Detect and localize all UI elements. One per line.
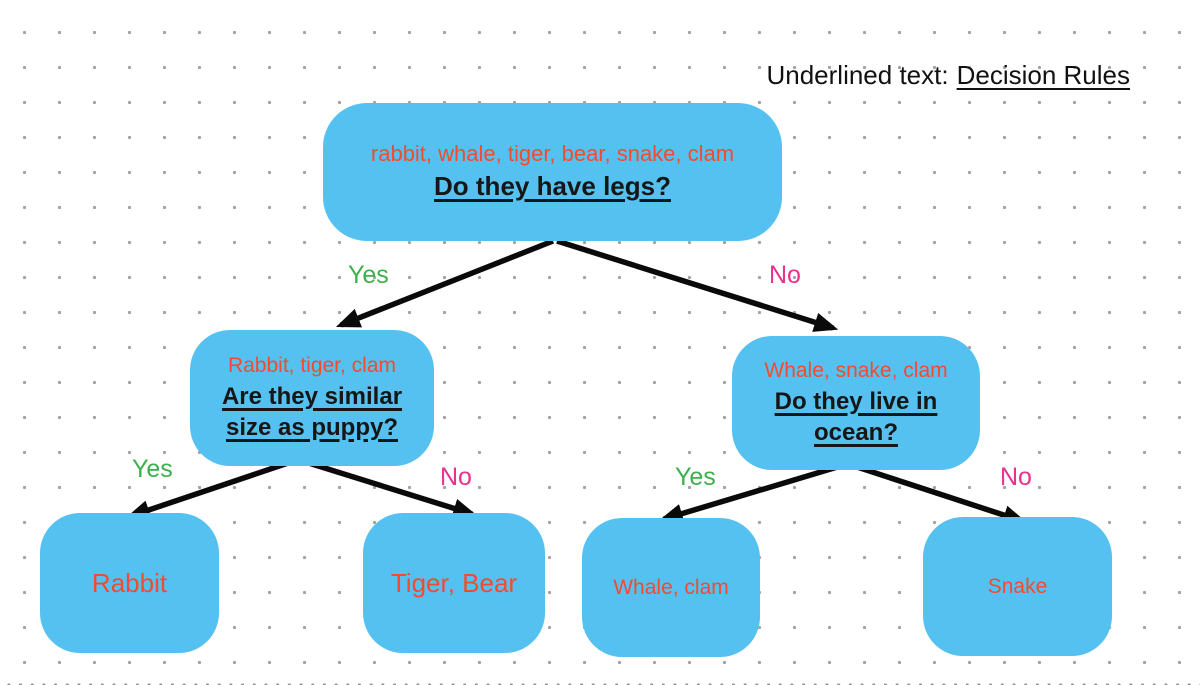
branch-label-root-no: No bbox=[769, 261, 801, 289]
node-left-question[interactable]: Rabbit, tiger, clam Are they similar siz… bbox=[190, 330, 434, 466]
bottom-dot-row bbox=[0, 679, 1200, 685]
node-leaf-snake[interactable]: Snake bbox=[923, 517, 1112, 656]
leaf-rabbit-label: Rabbit bbox=[91, 567, 168, 598]
node-right-question-text: Do they live in ocean? bbox=[774, 387, 938, 447]
branch-label-right-no: No bbox=[1000, 463, 1032, 491]
branch-label-root-yes: Yes bbox=[348, 261, 389, 289]
legend: Underlined text:Decision Rules bbox=[766, 60, 1130, 91]
edge-right-no bbox=[850, 462, 1028, 525]
leaf-whale-clam-label: Whale, clam bbox=[613, 575, 729, 599]
leaf-snake-label: Snake bbox=[987, 574, 1048, 598]
node-leaf-tiger-bear[interactable]: Tiger, Bear bbox=[363, 513, 545, 653]
legend-decision-rules-text: Decision Rules bbox=[956, 60, 1130, 90]
node-left-question-text: Are they similar size as puppy? bbox=[221, 382, 403, 442]
legend-prefix-text: Underlined text: bbox=[766, 60, 949, 90]
node-root-items-text: rabbit, whale, tiger, bear, snake, clam bbox=[370, 141, 735, 167]
node-root-question-text: Do they have legs? bbox=[434, 170, 671, 201]
leaf-tiger-bear-label: Tiger, Bear bbox=[390, 567, 518, 598]
node-leaf-rabbit[interactable]: Rabbit bbox=[40, 513, 219, 653]
node-right-items-text: Whale, snake, clam bbox=[764, 358, 948, 382]
node-leaf-whale-clam[interactable]: Whale, clam bbox=[582, 518, 760, 657]
branch-label-right-yes: Yes bbox=[675, 463, 716, 491]
branch-label-left-no: No bbox=[440, 463, 472, 491]
branch-label-left-yes: Yes bbox=[132, 455, 173, 483]
node-root-question[interactable]: rabbit, whale, tiger, bear, snake, clam … bbox=[323, 103, 782, 241]
node-left-items-text: Rabbit, tiger, clam bbox=[227, 353, 397, 377]
node-right-question[interactable]: Whale, snake, clam Do they live in ocean… bbox=[732, 336, 980, 470]
